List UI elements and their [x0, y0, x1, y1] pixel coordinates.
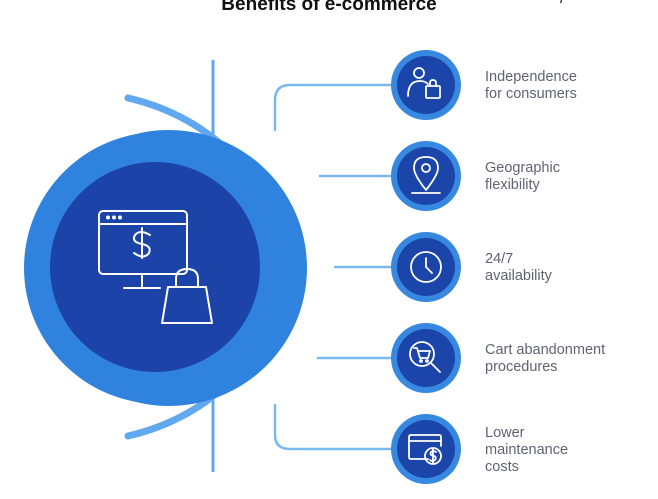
benefit-node-5: [391, 414, 461, 484]
monitor-dollar-shopping-bag-icon: [98, 210, 213, 324]
cart-search-icon: [409, 341, 441, 373]
diagram-title: Benefits of e-commerce: [221, 0, 437, 15]
browser-dollar-icon: [408, 434, 442, 465]
benefit-label-3: 24/7 availability: [485, 251, 552, 284]
benefit-node-4: [391, 323, 461, 393]
corner-mark: / ---: [560, 0, 595, 8]
benefit-node-3: [391, 232, 461, 302]
connector-lines: [273, 83, 394, 451]
benefit-node-1: [391, 50, 461, 120]
benefit-node-2: [391, 141, 461, 211]
clock-icon: [410, 251, 442, 283]
benefit-label-5: Lower maintenance costs: [485, 425, 569, 475]
user-bag-icon: [407, 67, 441, 99]
connector-5: [273, 403, 394, 451]
benefit-label-4: Cart abandonment procedures: [485, 342, 606, 375]
benefit-label-2: Geographic flexibility: [485, 160, 560, 193]
center-disc: [50, 162, 260, 372]
benefit-label-1: Independence for consumers: [485, 69, 577, 102]
map-pin-icon: [411, 156, 441, 194]
connector-1: [273, 83, 394, 132]
